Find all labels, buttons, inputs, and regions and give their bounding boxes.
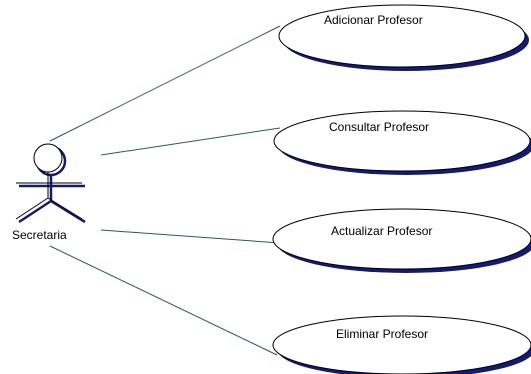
associations <box>49 25 281 356</box>
use-case-adicionar-profesor[interactable]: Adicionar Profesor <box>278 4 529 71</box>
use-case-label: Consultar Profesor <box>329 120 429 134</box>
association-line-eliminar <box>49 245 278 356</box>
use-case-label: Actualizar Profesor <box>331 224 432 238</box>
use-case-eliminar-profesor[interactable]: Eliminar Profesor <box>272 315 531 374</box>
use-case-label: Adicionar Profesor <box>324 13 423 27</box>
use-case-ellipse <box>273 110 531 172</box>
use-case-ellipse <box>272 315 531 374</box>
use-case-actualizar-profesor[interactable]: Actualizar Profesor <box>272 208 531 273</box>
use-case-ellipse <box>278 4 526 68</box>
association-line-adicionar <box>49 25 281 142</box>
use-case-label: Eliminar Profesor <box>336 327 428 341</box>
use-case-consultar-profesor[interactable]: Consultar Profesor <box>273 110 531 175</box>
actor-secretaria[interactable]: Secretaria <box>12 143 86 242</box>
actor-figure <box>15 143 83 220</box>
association-line-consultar <box>100 127 281 156</box>
use-case-ellipse <box>272 208 531 270</box>
actor-name: Secretaria <box>12 228 67 242</box>
association-line-actualizar <box>100 229 281 244</box>
